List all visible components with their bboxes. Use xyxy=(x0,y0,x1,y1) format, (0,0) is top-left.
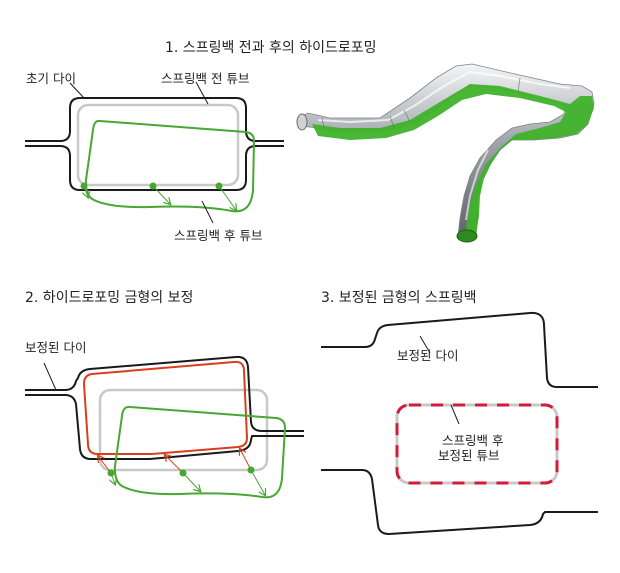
tube-after-label: 스프링백 후 튜브 xyxy=(174,228,263,243)
panel3-title: 3. 보정된 금형의 스프링백 xyxy=(321,290,477,306)
panel1-title: 1. 스프링백 전과 후의 하이드로포밍 xyxy=(165,40,377,56)
panel3-leader-lines xyxy=(419,335,460,425)
initial-die-outline xyxy=(25,97,284,191)
springback-arrows-panel2 xyxy=(107,466,265,495)
tube-after-outline xyxy=(84,119,256,213)
panel2-leader-line xyxy=(43,362,57,391)
springback-arrows-panel1 xyxy=(80,182,236,210)
initial-die-label: 초기 다이 xyxy=(26,71,76,86)
corrected-die-outline-3 xyxy=(321,311,598,536)
corrected-die-label-3: 보정된 다이 xyxy=(397,348,459,363)
panel1-leader-lines xyxy=(69,81,214,224)
panel2-title: 2. 하이드로포밍 금형의 보정 xyxy=(25,290,194,306)
panel2-diagram xyxy=(25,355,304,499)
panel1-diagram xyxy=(25,81,284,224)
corrected-tube-outline xyxy=(395,403,559,485)
corrected-tube-label-line1: 스프링백 후 xyxy=(442,433,504,448)
tube-before-outline xyxy=(76,103,240,187)
tube-before-label: 스프링백 전 튜브 xyxy=(161,71,250,86)
corrected-tube-label-line2: 보정된 튜브 xyxy=(438,448,500,463)
corrected-die-inner xyxy=(82,360,249,455)
correction-arrows xyxy=(98,449,252,474)
tube-after-outline-2 xyxy=(113,405,287,499)
corrected-die-label-2: 보정된 다이 xyxy=(25,340,87,355)
panel3-diagram xyxy=(321,311,598,536)
corrected-die-outline xyxy=(25,355,304,460)
tube-3d-render xyxy=(296,63,595,243)
